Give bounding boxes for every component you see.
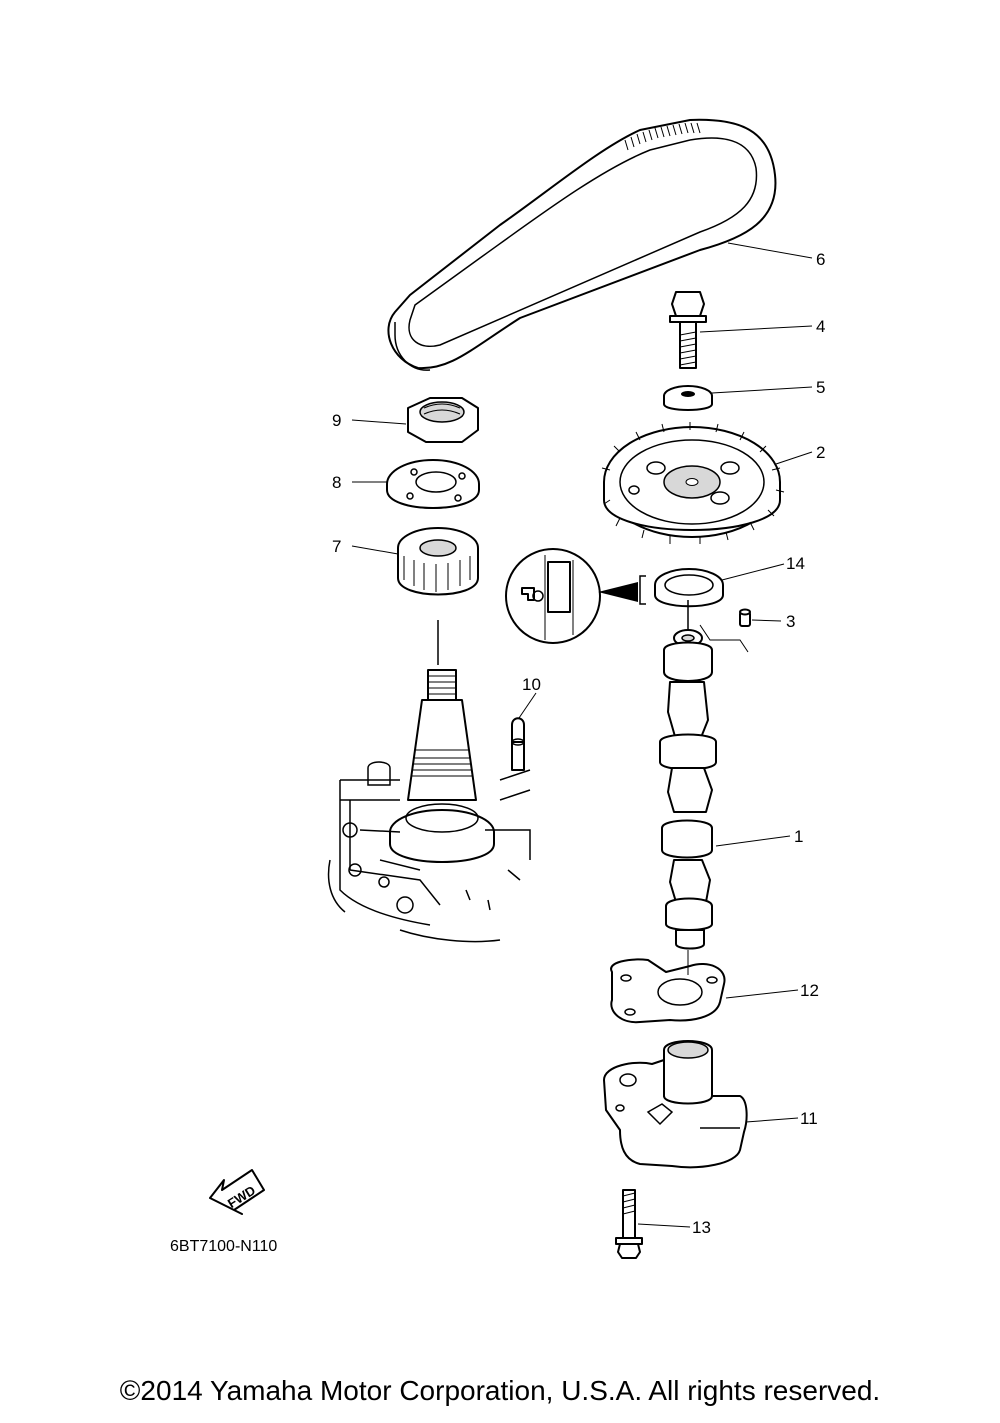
flywheel-nut	[407, 397, 479, 443]
oil-pump	[603, 1040, 748, 1169]
callout-7: 7	[332, 537, 341, 556]
timing-belt	[387, 118, 777, 371]
callout-3: 3	[786, 612, 795, 631]
oil-pump-bolt	[615, 1189, 643, 1259]
oil-seal	[639, 568, 724, 608]
callout-4: 4	[816, 317, 825, 336]
callout-12: 12	[800, 981, 819, 1000]
copyright-notice: ©2014 Yamaha Motor Corporation, U.S.A. A…	[119, 1375, 881, 1406]
crankshaft-powerhead	[327, 669, 531, 943]
exploded-parts-diagram: FWD 6BT7100-N110 6 4 5 2 14 3 9 8 7 10 1…	[170, 118, 825, 1259]
washer	[663, 385, 713, 411]
fwd-arrow-icon: FWD	[209, 1169, 265, 1215]
callout-8: 8	[332, 473, 341, 492]
callout-13: 13	[692, 1218, 711, 1237]
callout-14: 14	[786, 554, 805, 573]
cam-pulley-bolt	[669, 291, 707, 369]
callout-numbers: 6 4 5 2 14 3 9 8 7 10 1 12 11 13	[332, 250, 825, 1237]
callout-2: 2	[816, 443, 825, 462]
callout-5: 5	[816, 378, 825, 397]
leader-lines	[351, 242, 813, 1228]
seal-detail-bubble	[505, 548, 638, 644]
callout-1: 1	[794, 827, 803, 846]
oil-pump-gasket	[610, 950, 726, 1024]
camshaft-pulley	[601, 422, 785, 544]
camshaft	[659, 600, 717, 950]
part-code: 6BT7100-N110	[170, 1238, 277, 1255]
drive-sprocket	[397, 527, 479, 665]
callout-10: 10	[522, 675, 541, 694]
dowel-pin	[739, 608, 751, 627]
callout-9: 9	[332, 411, 341, 430]
callout-6: 6	[816, 250, 825, 269]
drive-plate	[386, 459, 480, 509]
callout-11: 11	[800, 1109, 818, 1128]
